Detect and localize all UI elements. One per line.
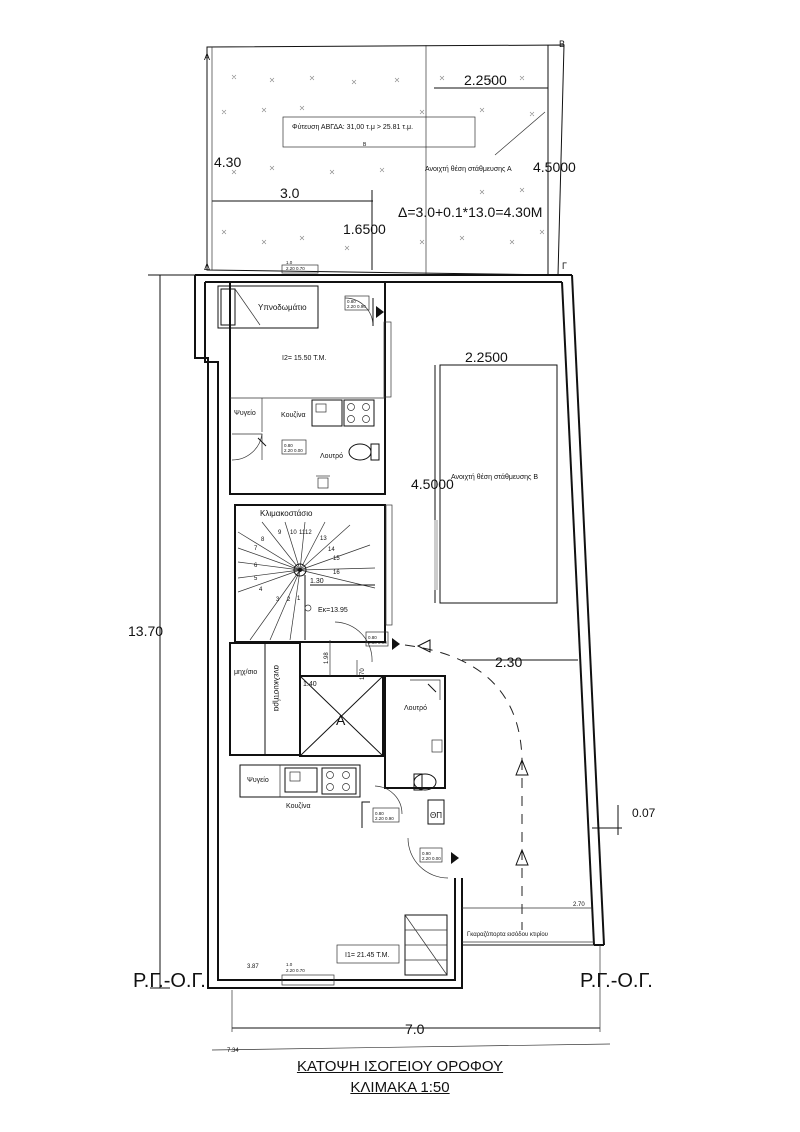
dim-3-87: 3.87 bbox=[247, 964, 259, 970]
step-2: 2 bbox=[287, 597, 291, 603]
step-9: 9 bbox=[278, 530, 282, 536]
driveway: 2.30 0.07 2.70 Γκαραζόπορτα εισόδου κτιρ… bbox=[404, 639, 656, 938]
svg-text:0.90: 0.90 bbox=[422, 851, 431, 856]
step-1: 1 bbox=[297, 596, 301, 602]
dim-2-25-mid: 2.2500 bbox=[465, 349, 508, 365]
overall-dimensions: 13.70 7.0 7.34 Ρ.Γ.-Ο.Γ. Ρ.Γ.-Ο.Γ. bbox=[128, 274, 653, 1054]
shaft-letter: A bbox=[336, 712, 346, 728]
dim-1-65: 1.6500 bbox=[343, 221, 386, 237]
step-15: 15 bbox=[333, 556, 340, 562]
kitchen-lower-label: Κουζίνα bbox=[286, 802, 311, 810]
step-4: 4 bbox=[259, 587, 263, 593]
kitchen-upper-label: Κουζίνα bbox=[281, 411, 306, 419]
sink-lower bbox=[284, 767, 318, 793]
dim-4-5-top: 4.5000 bbox=[533, 159, 576, 175]
svg-text:0.80 0.90: 0.80 0.90 bbox=[368, 640, 387, 645]
fridge-upper-label: Ψυγείο bbox=[234, 409, 256, 417]
step-14: 14 bbox=[328, 547, 335, 553]
garden-area: Φύτευση ΑΒΓΔΑ: 31,00 τ.μ > 25.81 τ.μ. B … bbox=[148, 39, 576, 276]
sink-upper bbox=[311, 399, 343, 427]
step-10: 10 bbox=[290, 530, 297, 536]
svg-text:2.20 0.70: 2.20 0.70 bbox=[286, 968, 305, 973]
step-6: 6 bbox=[254, 563, 258, 569]
dim-1-98: 1.98 bbox=[324, 652, 330, 664]
stove-upper bbox=[343, 399, 375, 427]
step-12: 12 bbox=[305, 530, 312, 536]
svg-text:2.20 0.90: 2.20 0.90 bbox=[375, 816, 394, 821]
elevator-shaft bbox=[299, 675, 384, 757]
bath-upper-label: Λουτρό bbox=[320, 452, 343, 460]
machine-room-label: μηχ/σιο bbox=[234, 669, 257, 676]
dim-small-7-34: 7.34 bbox=[227, 1048, 239, 1054]
svg-text:2.20 0.70: 2.20 0.70 bbox=[286, 266, 305, 271]
corner-g: Γ bbox=[562, 261, 567, 271]
lower-flat: μηχ/σιο ανελκυστήρα A 1.40 1.98 1.70 0.8… bbox=[229, 621, 459, 986]
corner-b: B bbox=[559, 39, 565, 49]
svg-text:0.80: 0.80 bbox=[368, 635, 377, 640]
dim-1-70: 1.70 bbox=[360, 668, 366, 680]
svg-text:2.20 0.00: 2.20 0.00 bbox=[284, 448, 303, 453]
step-5: 5 bbox=[254, 576, 258, 582]
rog-left: Ρ.Γ.-Ο.Γ. bbox=[133, 970, 206, 992]
dim-0-07: 0.07 bbox=[632, 806, 656, 820]
planting-marks bbox=[221, 74, 545, 251]
area-lower: Ι1= 21.45 Τ.Μ. bbox=[345, 952, 389, 959]
svg-text:2.20 0.90: 2.20 0.90 bbox=[347, 304, 366, 309]
dim-4-5-mid: 4.5000 bbox=[411, 476, 454, 492]
stairs-label: Κλιμακοστάσιο bbox=[260, 509, 313, 518]
stair-elevation: Εκ=13.95 bbox=[318, 607, 348, 614]
rog-right: Ρ.Γ.-Ο.Γ. bbox=[580, 970, 653, 992]
svg-text:0.80: 0.80 bbox=[347, 299, 356, 304]
parking-a-label: Ανοιχτή θέση στάθμευσης Α bbox=[425, 165, 512, 173]
dim-width-7-0: 7.0 bbox=[405, 1021, 425, 1037]
plan-scale: ΚΛΙΜΑΚΑ 1:50 bbox=[350, 1079, 450, 1096]
corner-a: A bbox=[204, 52, 210, 62]
svg-text:ΘΠ: ΘΠ bbox=[430, 811, 442, 820]
step-11: 11 bbox=[299, 530, 306, 536]
svg-text:1.0: 1.0 bbox=[286, 962, 293, 967]
planting-label: Φύτευση ΑΒΓΔΑ: 31,00 τ.μ > 25.81 τ.μ. bbox=[292, 123, 413, 131]
dim-height-13-70: 13.70 bbox=[128, 623, 163, 639]
dim-3-0: 3.0 bbox=[280, 185, 300, 201]
step-8: 8 bbox=[261, 537, 265, 543]
toilet-upper bbox=[348, 443, 372, 461]
parking-b: 2.2500 4.5000 Ανοιχτή θέση στάθμευσης Β bbox=[411, 349, 558, 604]
building-outline bbox=[194, 274, 605, 989]
dim-1-40: 1.40 bbox=[303, 681, 317, 688]
stove-lower bbox=[321, 767, 357, 795]
bedroom-label: Υπνοδωμάτιο bbox=[258, 303, 307, 312]
bath-lower-label: Λουτρό bbox=[404, 704, 427, 712]
corner-d: Δ bbox=[204, 262, 210, 272]
svg-text:0.80: 0.80 bbox=[375, 811, 384, 816]
area-upper: Ι2= 15.50 Τ.Μ. bbox=[282, 355, 326, 362]
elevator-room-label: ανελκυστήρα bbox=[272, 665, 281, 712]
upper-flat: Υπνοδωμάτιο Ι2= 15.50 Τ.Μ. 0.80 2.20 0.9… bbox=[217, 281, 392, 495]
planting-label-box bbox=[282, 116, 476, 148]
dim-2-25-top: 2.2500 bbox=[464, 72, 507, 88]
step-3: 3 bbox=[276, 597, 280, 603]
svg-text:1.0: 1.0 bbox=[286, 260, 293, 265]
bed bbox=[217, 285, 319, 329]
dim-4-30: 4.30 bbox=[214, 154, 241, 170]
step-16: 16 bbox=[333, 570, 340, 576]
garage-door-label: Γκαραζόπορτα εισόδου κτιρίου bbox=[467, 931, 548, 938]
dim-2-70: 2.70 bbox=[573, 902, 585, 908]
dim-2-30: 2.30 bbox=[495, 654, 522, 670]
svg-text:0.80: 0.80 bbox=[284, 443, 293, 448]
planting-b-mark: B bbox=[363, 142, 367, 148]
step-7: 7 bbox=[254, 546, 258, 552]
parking-b-label: Ανοιχτή θέση στάθμευσης Β bbox=[451, 473, 538, 481]
svg-text:2.20 0.00: 2.20 0.00 bbox=[422, 856, 441, 861]
stair-1-30: 1.30 bbox=[310, 578, 324, 585]
setback-formula: Δ=3.0+0.1*13.0=4.30Μ bbox=[398, 204, 542, 220]
staircase: Κλιμακοστάσιο 1.30 Εκ=13.95 1 2 3 4 5 6 … bbox=[234, 504, 393, 643]
step-13: 13 bbox=[320, 536, 327, 542]
fridge-lower-label: Ψυγείο bbox=[247, 776, 269, 784]
plan-title: ΚΑΤΟΨΗ ΙΣΟΓΕΙΟΥ ΟΡΟΦΟΥ bbox=[296, 1058, 504, 1075]
